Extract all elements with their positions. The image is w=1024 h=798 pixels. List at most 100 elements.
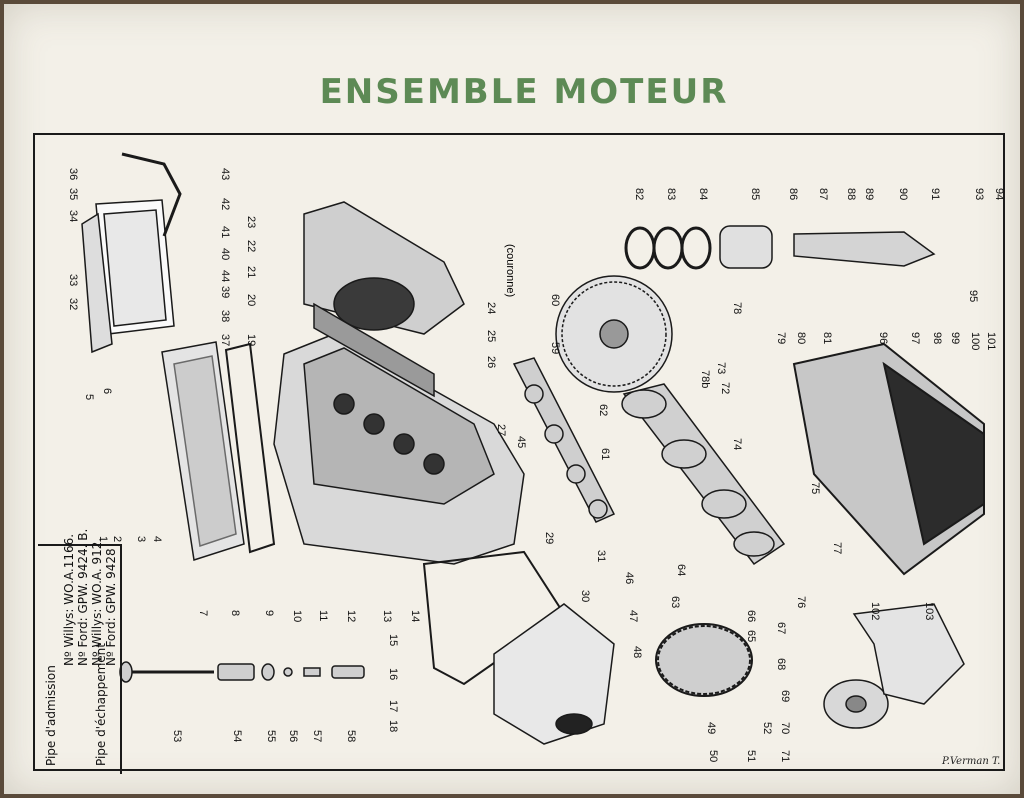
part-number-57: 57 [311, 730, 323, 742]
crankshaft [621, 383, 786, 566]
bell-housing [303, 201, 465, 335]
part-number-33: 33 [67, 274, 79, 286]
valve-cover [81, 199, 175, 354]
part-number-87: 87 [817, 188, 829, 200]
part-number-42: 42 [219, 198, 231, 210]
part-number-75: 75 [809, 482, 821, 494]
part-number-22: 22 [245, 240, 257, 252]
timing-sprocket [655, 623, 753, 697]
part-number-31: 31 [595, 550, 607, 562]
oil-pump [852, 603, 965, 705]
part-number-6: 6 [101, 388, 113, 394]
part-number-76: 76 [795, 596, 807, 608]
part-legend: Pipe d'admission Nº Willys: WO.A.1166. N… [38, 529, 122, 774]
part-number-81: 81 [821, 332, 833, 344]
part-number-27: 27 [495, 424, 507, 436]
part-number-15: 15 [387, 634, 399, 646]
part-number-52: 52 [761, 722, 773, 734]
part-number-53: 53 [171, 730, 183, 742]
part-number-51: 51 [745, 750, 757, 762]
crank-pulley [823, 679, 889, 729]
part-number-83: 83 [665, 188, 677, 200]
part-number-63: 63 [669, 596, 681, 608]
part-number-11: 11 [317, 610, 329, 621]
part-number-21: 21 [245, 266, 257, 278]
piston [719, 225, 773, 269]
part-number-82: 82 [633, 188, 645, 200]
part-number-45: 45 [515, 436, 527, 448]
part-number-66: 66 [745, 610, 757, 622]
part-number-103: 103 [923, 602, 935, 620]
part-number-73: 73 [715, 362, 727, 374]
part-number-69: 69 [779, 690, 791, 702]
part-number-49: 49 [705, 722, 717, 734]
part-number-32: 32 [67, 298, 79, 310]
part-number-54: 54 [231, 730, 243, 742]
part-number-38: 38 [219, 310, 231, 322]
part-number-84: 84 [697, 188, 709, 200]
part-number-14: 14 [409, 610, 421, 622]
part-number-29: 29 [543, 532, 555, 544]
part-number-10: 10 [291, 610, 303, 622]
part-number-70: 70 [779, 722, 791, 734]
catalog-page: ENSEMBLE MOTEUR [4, 4, 1020, 794]
part-number-30: 30 [579, 590, 591, 602]
part-number-36: 36 [67, 168, 79, 180]
oil-pipe [121, 152, 182, 237]
part-number-101: 101 [985, 332, 997, 350]
part-number-41: 41 [219, 226, 231, 238]
part-number-9: 9 [263, 610, 275, 616]
exploded-engine-diagram: 1234567891011121314151617181920212223242… [33, 133, 1005, 771]
part-number-100: 100 [969, 332, 981, 350]
part-number-78: 78 [731, 302, 743, 314]
part-number-20: 20 [245, 294, 257, 306]
oil-pan [792, 342, 985, 576]
piston-rings [624, 226, 712, 270]
part-number-102: 102 [869, 602, 881, 620]
part-number-7: 7 [197, 610, 209, 616]
part-number-79: 79 [775, 332, 787, 344]
part-number-24: 24 [485, 302, 497, 314]
part-number-35: 35 [67, 188, 79, 200]
illustrator-signature: P.Verman T. [942, 756, 1001, 767]
part-number-3: 3 [135, 536, 147, 542]
part-number-19: 19 [245, 334, 257, 346]
part-number-58: 58 [345, 730, 357, 742]
part-number-94: 94 [993, 188, 1005, 200]
part-number-48: 48 [631, 646, 643, 658]
valve-train [119, 661, 365, 683]
intake-willys-number: Nº Willys: WO.A.1166. [62, 533, 76, 666]
part-number-46: 46 [623, 572, 635, 584]
part-number-59: 59 [549, 342, 561, 354]
part-number-26: 26 [485, 356, 497, 368]
part-number-64: 64 [675, 564, 687, 576]
part-number-8: 8 [229, 610, 241, 616]
part-number-1: 1 [97, 536, 109, 542]
part-number-17: 17 [387, 700, 399, 712]
part-number-99: 99 [949, 332, 961, 344]
part-number-44: 44 [219, 270, 231, 282]
part-number-34: 34 [67, 210, 79, 222]
part-number-56: 56 [287, 730, 299, 742]
side-gasket [224, 342, 276, 554]
part-number-47: 47 [627, 610, 639, 622]
part-number-4: 4 [151, 536, 163, 542]
part-number-12: 12 [345, 610, 357, 622]
intake-ford-number: Nº Ford: GPW. 9424. B. [76, 528, 90, 666]
part-number-89: 89 [863, 188, 875, 200]
part-number-90: 90 [897, 188, 909, 200]
part-number-23: 23 [245, 216, 257, 228]
part-number-2: 2 [111, 536, 123, 542]
part-number-50: 50 [707, 750, 719, 762]
part-number-61: 61 [599, 448, 611, 460]
timing-cover [493, 603, 615, 745]
connecting-rod [793, 231, 936, 267]
part-number-71: 71 [779, 750, 791, 762]
part-number-13: 13 [381, 610, 393, 622]
part-number-68: 68 [775, 658, 787, 670]
part-number-72: 72 [719, 382, 731, 394]
part-number-60: 60 [549, 294, 561, 306]
part-number-16: 16 [387, 668, 399, 680]
part-number-91: 91 [929, 188, 941, 200]
